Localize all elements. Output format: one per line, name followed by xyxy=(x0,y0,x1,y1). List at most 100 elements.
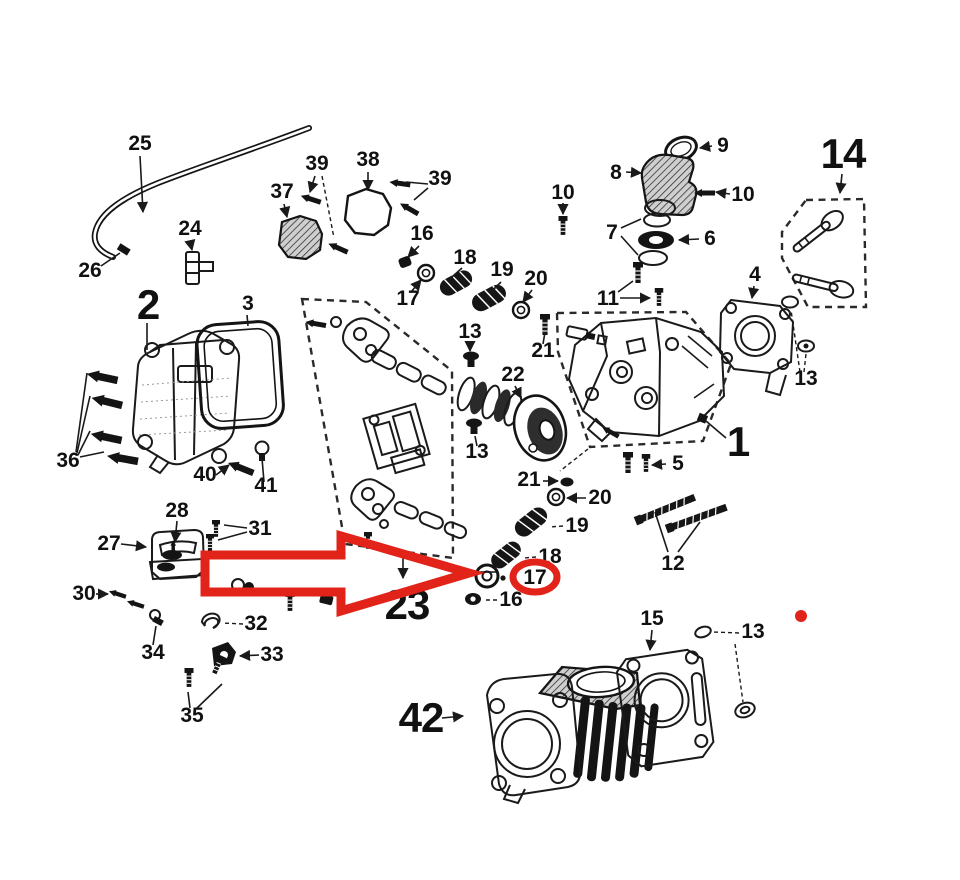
cylinder-head-box xyxy=(555,310,733,449)
valves-part xyxy=(791,209,855,299)
part-label-33: 33 xyxy=(260,643,283,666)
part-label-39a: 39 xyxy=(305,152,328,175)
part-label-9: 9 xyxy=(717,134,729,157)
part-label-13a: 13 xyxy=(458,320,481,343)
breather-bracket-part xyxy=(148,528,207,581)
part-label-36: 36 xyxy=(56,449,79,472)
part-label-25: 25 xyxy=(128,132,152,155)
part-label-30: 30 xyxy=(72,582,95,605)
part-label-10b: 10 xyxy=(731,183,754,206)
part-label-20b: 20 xyxy=(588,486,611,509)
screw-39-part xyxy=(299,192,322,207)
t-fitting-part xyxy=(185,251,214,285)
seal-bolt-41-part xyxy=(254,440,270,461)
screw-39-part xyxy=(326,240,350,256)
part-label-22: 22 xyxy=(501,363,524,386)
part-label-1: 1 xyxy=(727,418,750,465)
camshaft-part xyxy=(456,376,568,462)
part-label-34: 34 xyxy=(141,641,165,664)
part-label-35: 35 xyxy=(180,704,204,727)
red-annotations xyxy=(200,530,807,622)
side-plate-part xyxy=(718,298,795,397)
valve-seal-13-part xyxy=(781,295,815,353)
part-label-12: 12 xyxy=(661,552,684,575)
part-label-40: 40 xyxy=(193,463,216,486)
part-label-17a: 17 xyxy=(396,287,419,310)
red-dot xyxy=(795,610,807,622)
rocker-assembly-parts xyxy=(304,316,468,540)
bolt-34-part xyxy=(149,609,164,626)
part-label-13b: 13 xyxy=(465,440,488,463)
stud-11-part xyxy=(654,287,664,307)
valve-set-box xyxy=(780,197,868,309)
part-label-32: 32 xyxy=(244,612,267,635)
part-label-17b-highlighted: 17 xyxy=(523,566,546,589)
part-label-19a: 19 xyxy=(490,258,513,281)
head-gasket-part xyxy=(615,648,715,768)
part-label-11: 11 xyxy=(597,287,620,310)
reed-plate-part xyxy=(277,214,324,261)
valve-cover-part xyxy=(131,329,241,475)
red-highlight-circle xyxy=(509,558,561,596)
dashed-group-boxes xyxy=(300,197,868,560)
part-label-41: 41 xyxy=(254,474,278,497)
screw-30-part xyxy=(107,588,127,600)
spark-plug-part xyxy=(565,325,596,341)
part-label-4: 4 xyxy=(749,263,761,286)
cylinder-part xyxy=(485,665,659,805)
breather-tube-part xyxy=(91,125,312,260)
bolt-40-part xyxy=(226,458,256,478)
part-label-18a: 18 xyxy=(453,246,477,269)
part-label-14: 14 xyxy=(821,130,867,177)
intake-group-parts xyxy=(558,135,715,266)
upper-valve-stack-parts xyxy=(398,256,551,336)
part-label-26: 26 xyxy=(78,259,101,282)
washer-13-part xyxy=(694,625,756,719)
part-label-16b: 16 xyxy=(499,588,522,611)
red-highlight-arrow xyxy=(200,530,486,618)
part-label-20a: 20 xyxy=(524,267,547,290)
part-label-21a: 21 xyxy=(531,339,555,362)
part-label-15: 15 xyxy=(640,607,664,630)
mount-33-part xyxy=(212,642,236,666)
screw-39-part xyxy=(398,200,421,218)
part-label-6: 6 xyxy=(704,227,716,250)
part-label-10a: 10 xyxy=(551,181,574,204)
part-label-39b: 39 xyxy=(428,167,451,190)
part-label-5: 5 xyxy=(672,452,684,475)
part-label-8: 8 xyxy=(610,161,622,184)
clip-32-part xyxy=(200,612,221,629)
bolts-5-part xyxy=(622,451,651,474)
part-label-24: 24 xyxy=(178,217,202,240)
tube-clip-part xyxy=(116,243,131,256)
part-label-2: 2 xyxy=(137,281,159,328)
cover-bolts-part xyxy=(85,368,140,468)
studs-12-part xyxy=(633,492,729,534)
leader-lines xyxy=(75,140,847,723)
tappet-13-part xyxy=(463,351,479,367)
part-label-27: 27 xyxy=(97,532,120,555)
part-label-13c: 13 xyxy=(794,367,817,390)
tappet-13-part xyxy=(466,418,482,434)
cylinder-head-part xyxy=(565,316,726,443)
part-labels: 25 26 24 37 39 38 39 16 17 18 19 20 13 2… xyxy=(56,130,868,741)
screw-39-part xyxy=(388,178,411,189)
rocker-assembly-box xyxy=(300,297,455,560)
guide-dash xyxy=(559,448,589,472)
part-label-37: 37 xyxy=(270,180,293,203)
part-label-38: 38 xyxy=(356,148,380,171)
part-label-19b: 19 xyxy=(565,514,588,537)
part-label-16a: 16 xyxy=(410,222,433,245)
part-label-28: 28 xyxy=(165,499,189,522)
part-label-42: 42 xyxy=(399,694,444,741)
parts-artwork xyxy=(85,125,855,805)
part-label-31: 31 xyxy=(248,517,272,540)
screw-30-part xyxy=(125,598,145,610)
part-label-21b: 21 xyxy=(517,468,541,491)
lower-valve-stack-parts xyxy=(465,477,574,605)
bolt-11-part xyxy=(632,261,644,284)
gasket-38-part xyxy=(343,187,393,237)
cover-gasket-part xyxy=(195,320,285,430)
